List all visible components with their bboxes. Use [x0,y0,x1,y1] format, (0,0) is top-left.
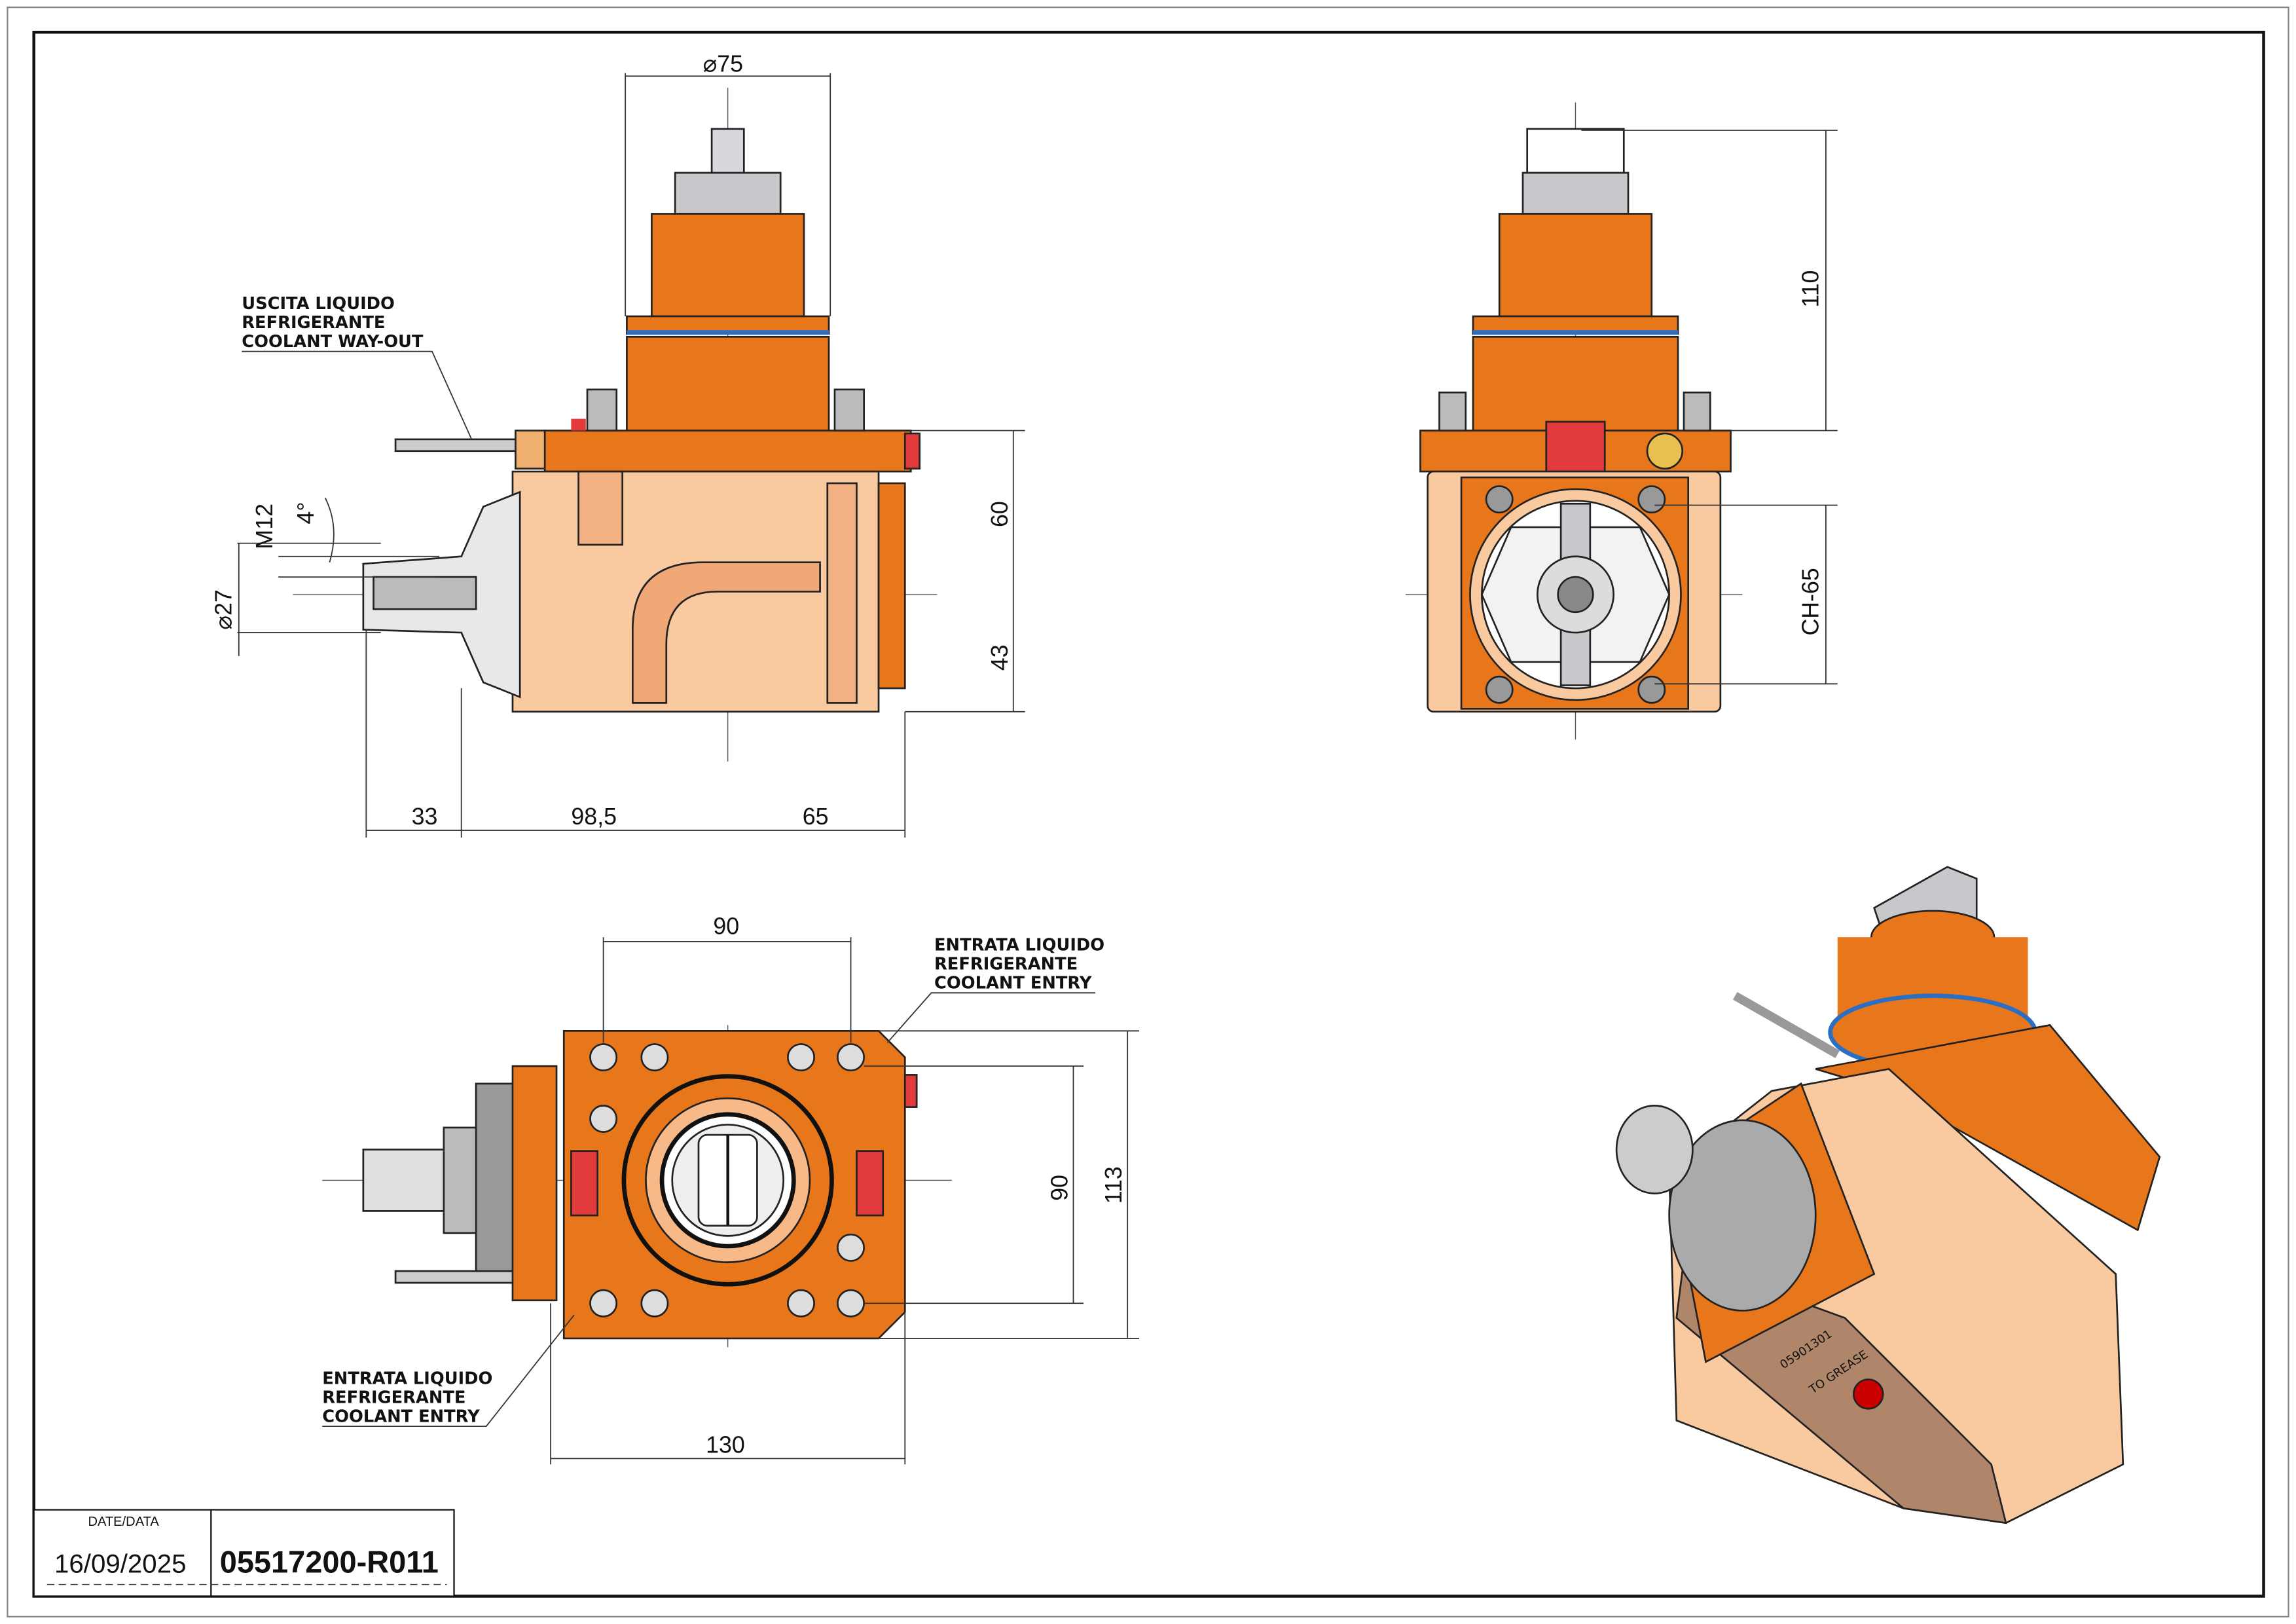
isometric-view: 05901301 TO GREASE [1615,866,2161,1524]
dim-98-5: 98,5 [571,803,617,830]
side-view: ⌀75 60 43 M12 4° ⌀27 33 98,5 65 USCITA L… [211,51,1025,838]
dim-m12: M12 [251,504,278,549]
outer-border [7,7,2289,1617]
dim-90-vertical: 90 [1047,1175,1073,1201]
inner-border [32,30,2265,1598]
date-value: 16/09/2025 [54,1549,186,1579]
dim-65: 65 [803,803,829,830]
coolant-entry-label-bottom: ENTRATA LIQUIDO REFRIGERANTE COOLANT ENT… [322,1369,498,1426]
dim-angle-4: 4° [293,502,319,524]
dim-113: 113 [1101,1166,1127,1204]
dim-110: 110 [1798,270,1824,308]
drawing-code: 05517200-R011 [220,1545,439,1579]
top-view: 90 90 113 130 ENTRATA LIQUIDO REFRIGERAN… [322,913,1140,1465]
dim-diameter-75: ⌀75 [703,51,743,77]
front-view: 110 CH-65 [1406,102,1838,740]
dim-60: 60 [987,501,1013,527]
dim-ch-65: CH-65 [1798,568,1824,635]
title-block: DATE/DATA 16/09/2025 05517200-R011 [33,1509,455,1597]
dim-diameter-27: ⌀27 [211,589,237,629]
coolant-entry-label-top: ENTRATA LIQUIDO REFRIGERANTE COOLANT ENT… [934,935,1110,993]
dim-33: 33 [412,803,438,830]
dim-90-horizontal: 90 [713,913,739,940]
date-label: DATE/DATA [88,1515,159,1529]
dim-43: 43 [987,644,1013,671]
coolant-way-out-label: USCITA LIQUIDO REFRIGERANTE COOLANT WAY-… [242,294,424,352]
dim-130: 130 [706,1431,745,1458]
